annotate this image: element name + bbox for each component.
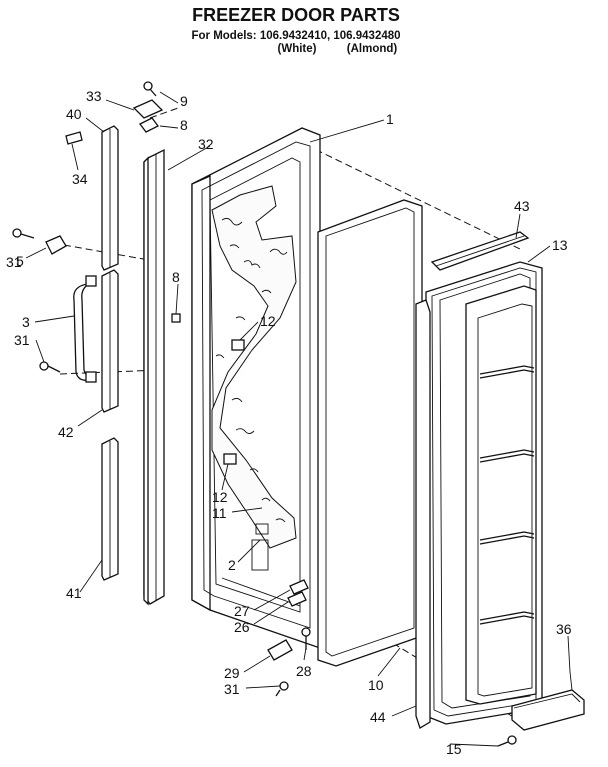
callout-26: 26 <box>234 619 250 635</box>
callout-15: 15 <box>446 741 462 757</box>
callout-31-mid: 31 <box>14 332 30 348</box>
callout-31-bottom: 31 <box>224 681 240 697</box>
handle-mount <box>45 235 67 255</box>
handle-trim-bottom <box>101 437 119 581</box>
diagram-title: FREEZER DOOR PARTS <box>192 5 400 25</box>
color-white: (White) <box>278 43 317 55</box>
callout-3: 3 <box>22 314 30 330</box>
bottom-hinge <box>267 639 293 661</box>
handle-screw-top <box>12 228 35 239</box>
callout-32: 32 <box>198 136 214 152</box>
door-gasket <box>317 199 423 667</box>
callout-28: 28 <box>296 663 312 679</box>
hinge-pin <box>301 627 311 650</box>
models-line: For Models: 106.9432410, 106.9432480 <box>191 30 400 42</box>
liner-strip <box>415 299 431 729</box>
callout-43: 43 <box>514 198 530 214</box>
callout-36: 36 <box>556 621 572 637</box>
dairy-bin <box>511 671 585 731</box>
callout-42: 42 <box>58 424 74 440</box>
callout-10: 10 <box>368 677 384 693</box>
callout-12-lower: 12 <box>212 489 228 505</box>
hinge-screw <box>143 81 157 97</box>
callout-13: 13 <box>552 237 568 253</box>
callout-8-side: 8 <box>172 269 180 285</box>
hinge-bolt <box>275 681 289 697</box>
trim-cap <box>65 131 83 145</box>
callout-27: 27 <box>234 603 250 619</box>
callout-29: 29 <box>224 665 240 681</box>
door-panel <box>191 127 321 649</box>
callout-12-upper: 12 <box>260 313 276 329</box>
bracket-lower <box>223 453 237 465</box>
door-clip <box>171 313 181 323</box>
top-trim <box>430 231 530 271</box>
callout-31-top: 31 <box>6 254 22 270</box>
door-handle <box>73 275 97 383</box>
callout-11: 11 <box>212 505 227 521</box>
top-hinge <box>132 99 164 133</box>
bracket-upper <box>231 339 245 351</box>
side-trim <box>143 148 165 606</box>
callout-40: 40 <box>66 106 82 122</box>
color-almond: (Almond) <box>347 43 398 55</box>
callout-8-top: 8 <box>180 117 188 133</box>
callout-9: 9 <box>180 93 188 109</box>
callout-44: 44 <box>370 709 386 725</box>
callout-1: 1 <box>386 111 394 127</box>
handle-trim-middle <box>101 269 119 413</box>
handle-screw-bottom <box>39 361 61 373</box>
callout-5: 5 <box>16 253 24 269</box>
callout-labels: 1 2 3 5 8 8 9 10 11 12 12 13 15 26 27 28… <box>6 88 572 757</box>
bottom-hinge-parts <box>287 579 309 607</box>
callout-41: 41 <box>66 585 82 601</box>
liner-screw <box>497 735 517 747</box>
leader-lines <box>25 91 571 747</box>
door-liner <box>425 261 543 725</box>
callout-34: 34 <box>72 171 88 187</box>
callout-2: 2 <box>228 557 236 573</box>
handle-trim-top <box>101 125 119 271</box>
callout-33: 33 <box>86 88 102 104</box>
